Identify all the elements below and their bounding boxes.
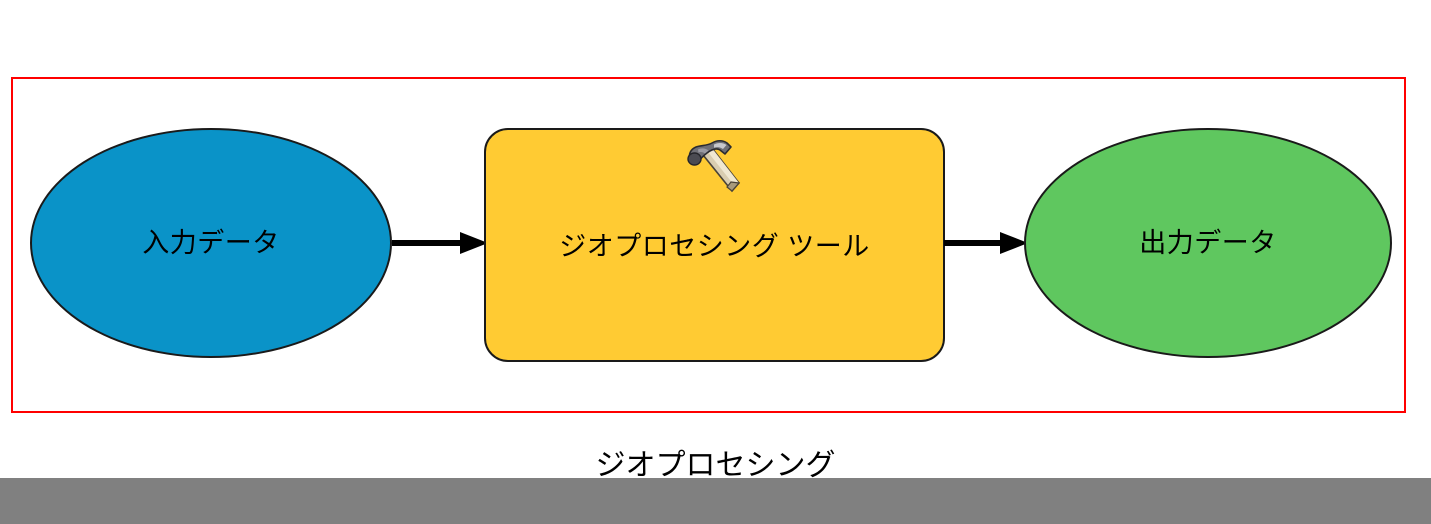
diagram-frame: 入力データ ジオプロセシング ツール [11,77,1406,413]
node-input-data[interactable]: 入力データ [30,128,392,358]
diagram-caption: ジオプロセシング [595,449,836,482]
node-input-data-label: 入力データ [142,227,280,258]
node-geoprocessing-tool[interactable]: ジオプロセシング ツール [484,128,945,362]
connector-input-to-tool-arrow [392,232,488,254]
node-output-data[interactable]: 出力データ [1024,128,1392,358]
node-geoprocessing-tool-label: ジオプロセシング ツール [559,231,870,262]
connector-tool-to-output-arrow [944,232,1028,254]
hammer-icon [686,139,740,193]
bottom-bar [0,478,1431,524]
node-output-data-label: 出力データ [1139,227,1277,258]
